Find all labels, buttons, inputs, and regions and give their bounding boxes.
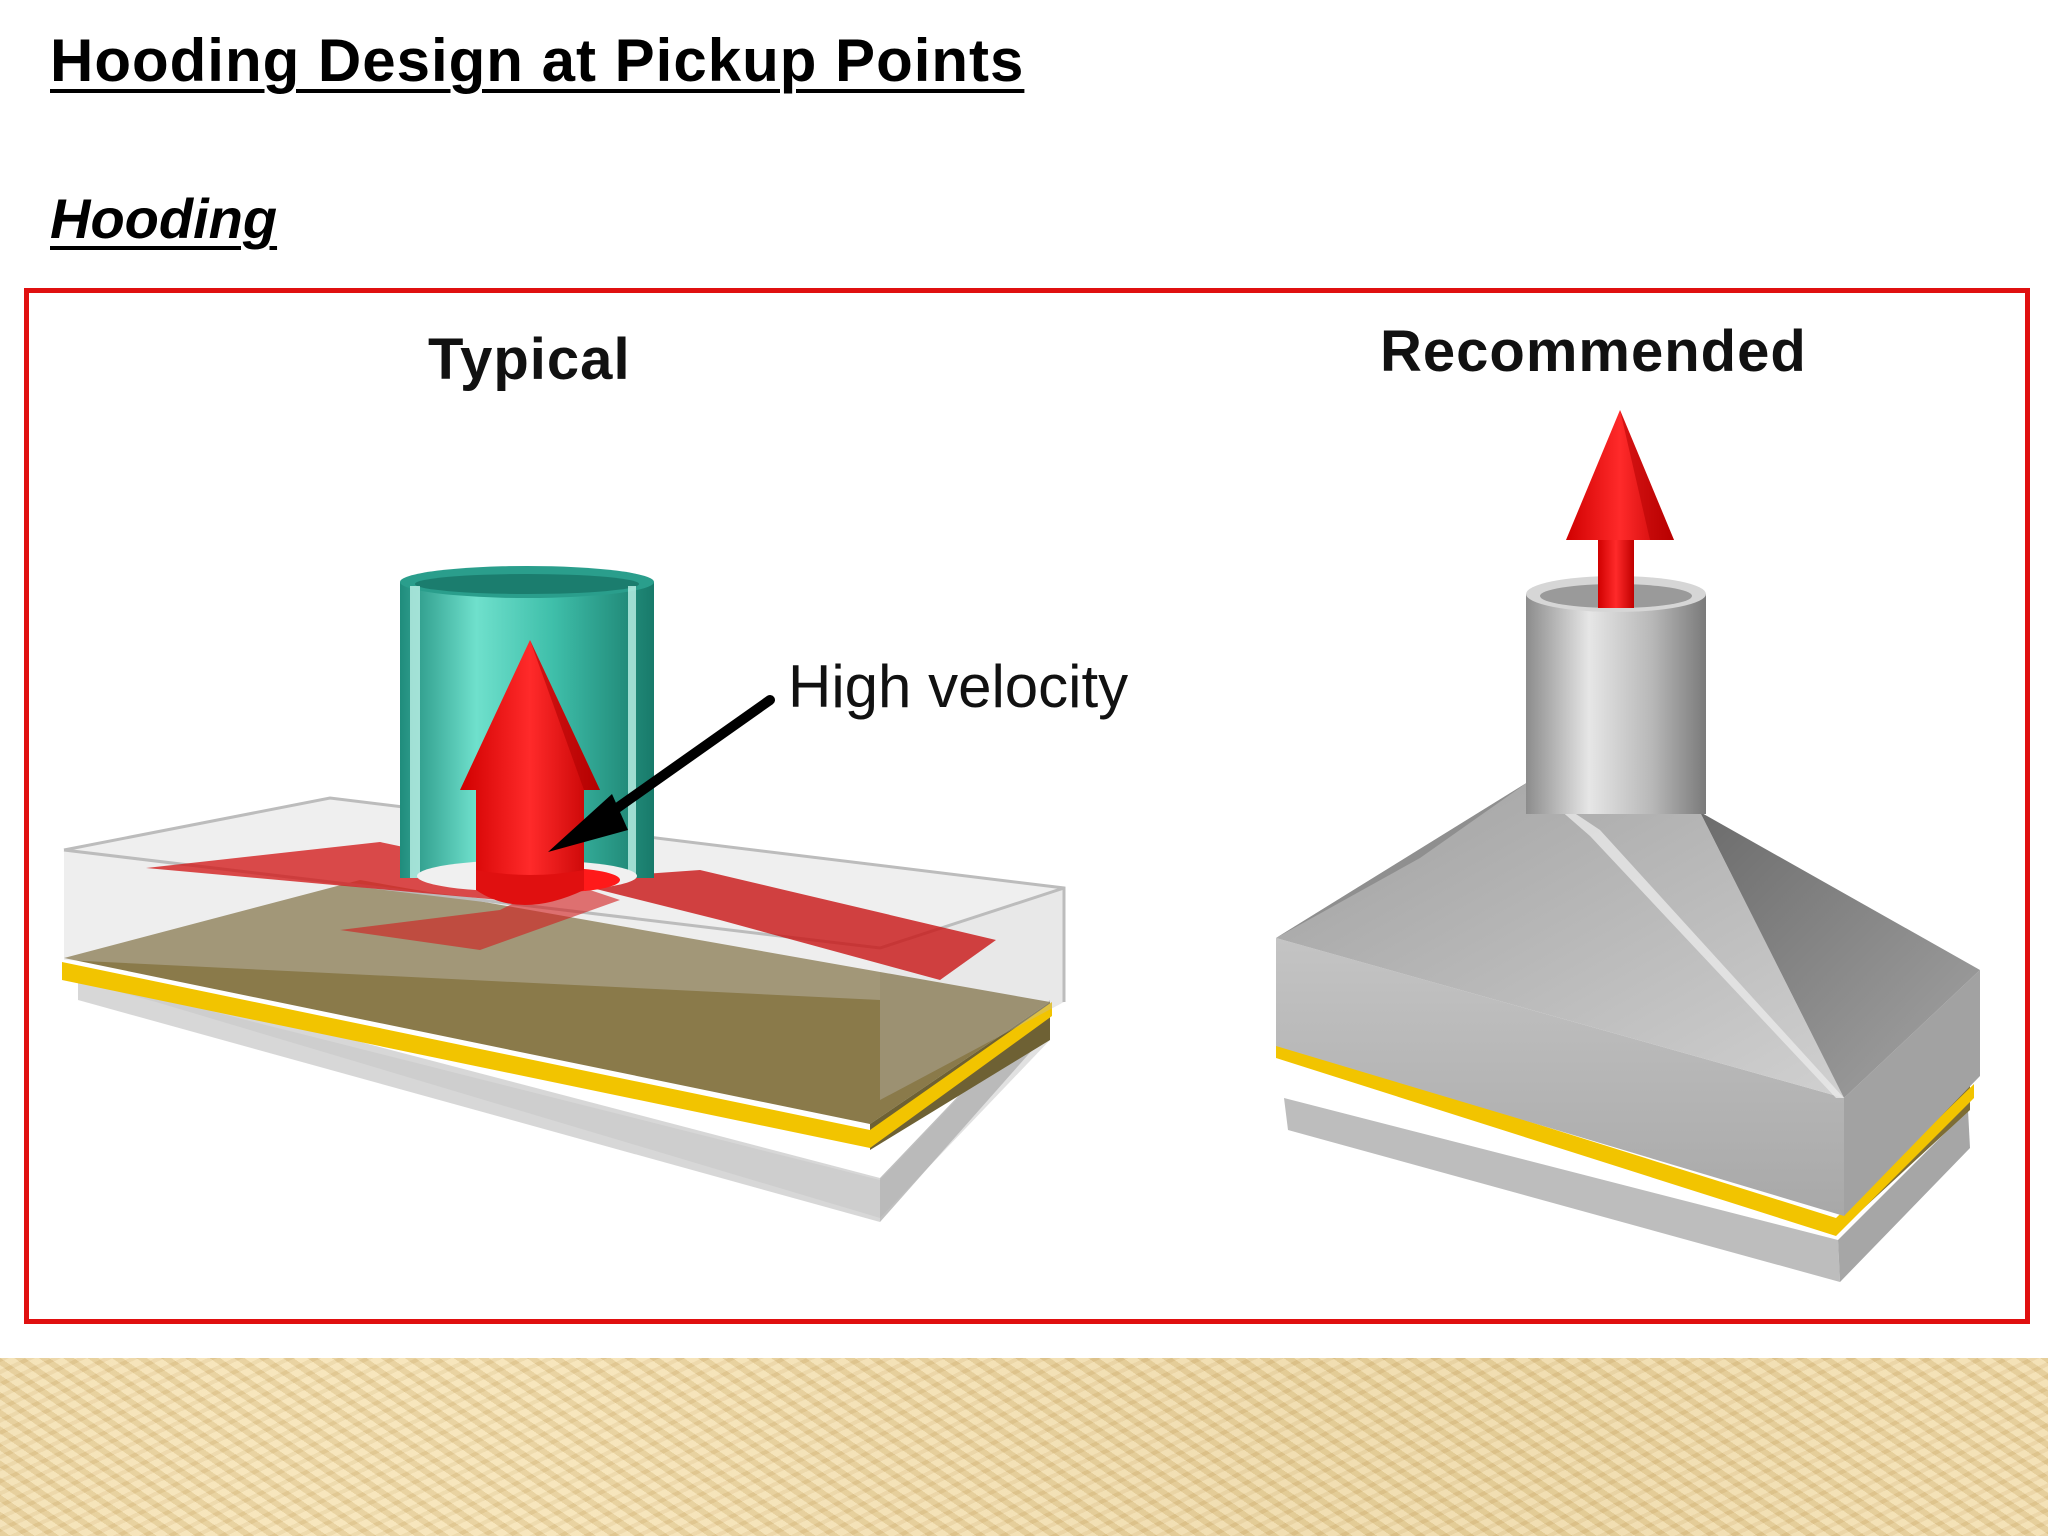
recommended-duct bbox=[1526, 594, 1706, 814]
recommended-lower-front bbox=[1284, 1098, 1840, 1282]
recommended-enclosure-side bbox=[1844, 970, 1980, 1216]
typical-label: Typical bbox=[428, 327, 631, 392]
slide-title: Hooding Design at Pickup Points bbox=[50, 27, 1025, 94]
typical-box-outline bbox=[63, 796, 1066, 1002]
typical-duct-opening bbox=[415, 574, 639, 594]
section-title: Hooding bbox=[50, 187, 278, 250]
typical-hood-illustration bbox=[62, 566, 1066, 1222]
duct-seam-right bbox=[628, 586, 636, 878]
recommended-enclosure-front bbox=[1276, 938, 1844, 1216]
conveyor-material bbox=[64, 880, 1050, 1124]
hood-face-back bbox=[1276, 782, 1528, 938]
recommended-label: Recommended bbox=[1380, 319, 1807, 384]
recommended-airflow-arrow-icon bbox=[1566, 410, 1674, 608]
airflow-arrow-icon bbox=[460, 640, 600, 905]
typical-lower-front bbox=[78, 968, 880, 1222]
duct-seam-left bbox=[410, 586, 420, 878]
high-velocity-annotation: High velocity bbox=[788, 653, 1129, 720]
inflow-sheet-right bbox=[560, 870, 996, 980]
diagram-frame bbox=[24, 288, 2030, 1324]
recommended-hood-illustration bbox=[1276, 410, 1980, 1282]
hood-face-left bbox=[1276, 782, 1844, 1098]
recommended-lower-side bbox=[1838, 1110, 1970, 1282]
pointer-arrow-icon bbox=[548, 695, 775, 852]
hood-edge-highlight bbox=[1528, 782, 1844, 1098]
textured-floor-band bbox=[0, 1358, 2048, 1536]
hood-face-right bbox=[1700, 812, 1980, 1098]
